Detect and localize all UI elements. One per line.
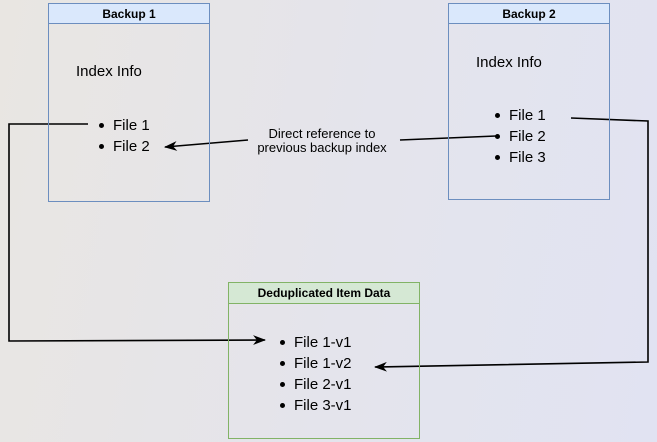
dedup-node: Deduplicated Item Data File 1-v1 File 1-…: [228, 282, 420, 439]
bullet-icon: [99, 123, 104, 128]
dedup-file-list: File 1-v1 File 1-v2 File 2-v1 File 3-v1: [280, 332, 352, 416]
bullet-icon: [495, 155, 500, 160]
bullet-icon: [280, 361, 285, 366]
backup2-file-list: File 1 File 2 File 3: [495, 105, 546, 168]
list-item: File 2: [99, 136, 150, 157]
backup1-index-info-label: Index Info: [76, 63, 142, 80]
file-label: File 2: [113, 138, 150, 155]
list-item: File 2: [495, 126, 546, 147]
list-item: File 2-v1: [280, 374, 352, 395]
backup1-file-list: File 1 File 2: [99, 115, 150, 157]
file-label: File 3-v1: [294, 397, 352, 414]
file-label: File 1: [509, 107, 546, 124]
backup2-index-info-label: Index Info: [476, 54, 542, 71]
file-label: File 2-v1: [294, 376, 352, 393]
backup1-title: Backup 1: [102, 6, 156, 21]
list-item: File 3: [495, 147, 546, 168]
bullet-icon: [495, 113, 500, 118]
backup1-header: Backup 1: [49, 4, 209, 24]
file-label: File 3: [509, 149, 546, 166]
file-label: File 2: [509, 128, 546, 145]
file-label: File 1: [113, 117, 150, 134]
backup2-title: Backup 2: [502, 6, 556, 21]
list-item: File 1-v1: [280, 332, 352, 353]
list-item: File 1-v2: [280, 353, 352, 374]
annotation-line1: Direct reference to: [268, 126, 376, 141]
bullet-icon: [280, 382, 285, 387]
backup1-node: Backup 1 Index Info File 1 File 2: [48, 3, 210, 202]
annotation-line2: previous backup index: [257, 140, 387, 155]
bullet-icon: [280, 340, 285, 345]
list-item: File 3-v1: [280, 395, 352, 416]
backup2-node: Backup 2 Index Info File 1 File 2 File 3: [448, 3, 610, 200]
file-label: File 1-v2: [294, 355, 352, 372]
list-item: File 1: [495, 105, 546, 126]
backup2-header: Backup 2: [449, 4, 609, 24]
list-item: File 1: [99, 115, 150, 136]
dedup-title: Deduplicated Item Data: [257, 286, 391, 300]
direct-reference-annotation: Direct reference to previous backup inde…: [227, 127, 417, 155]
bullet-icon: [280, 403, 285, 408]
dedup-header: Deduplicated Item Data: [229, 283, 419, 304]
file-label: File 1-v1: [294, 334, 352, 351]
bullet-icon: [495, 134, 500, 139]
bullet-icon: [99, 144, 104, 149]
